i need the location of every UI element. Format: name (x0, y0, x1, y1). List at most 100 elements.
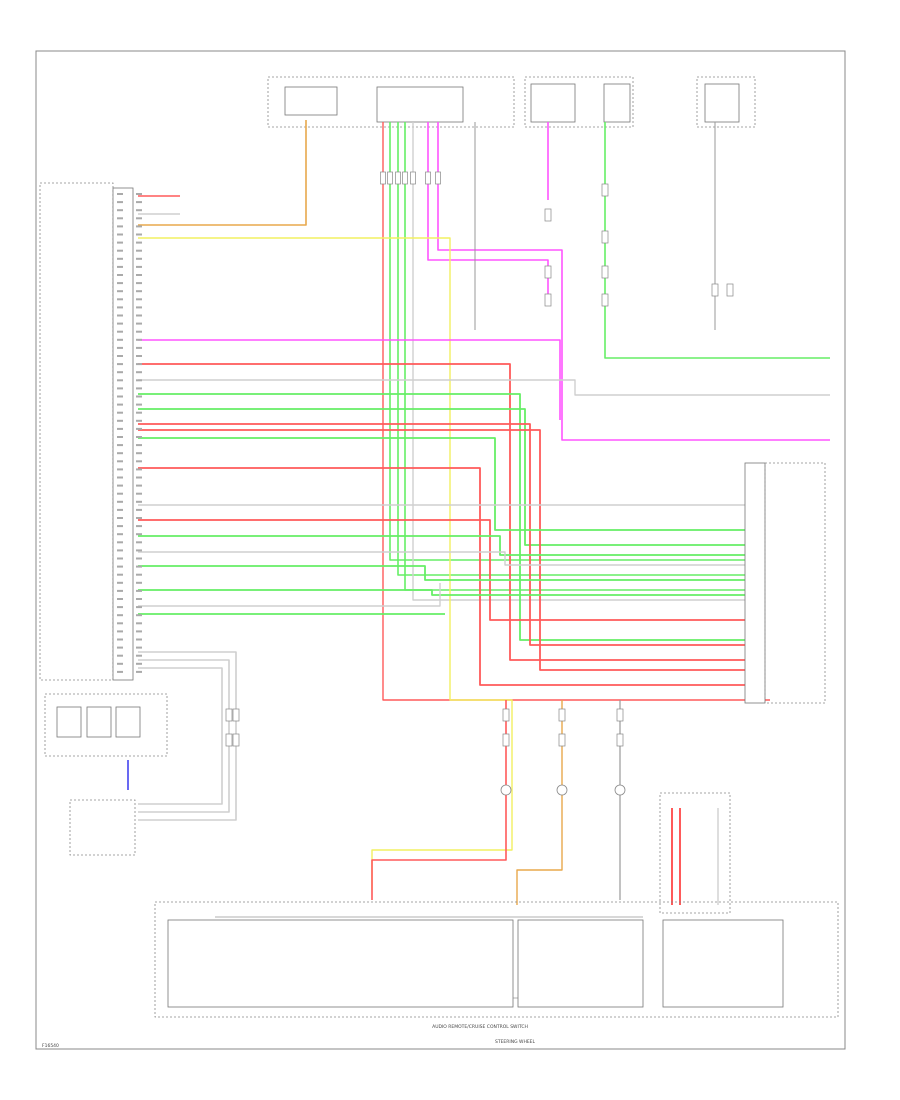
main-unit-pin (117, 581, 123, 584)
wire-magenta-2 (437, 122, 830, 441)
harness-pin (136, 654, 142, 657)
harness-pin (136, 419, 142, 422)
harness-pin (136, 322, 142, 325)
main-unit-pin (117, 460, 123, 463)
main-unit-pin (117, 419, 123, 422)
main-unit-pin (117, 363, 123, 366)
harness-pin (136, 484, 142, 487)
harness-pin (136, 670, 142, 673)
main-unit-pin (117, 557, 123, 560)
harness-pin (136, 403, 142, 406)
wire-connector (502, 708, 510, 722)
wire-connector (425, 171, 431, 185)
wire-connector (544, 208, 552, 222)
harness-pin (136, 630, 142, 633)
main-unit-pin (117, 338, 123, 341)
wire-green-4 (138, 535, 745, 556)
harness-pin (136, 265, 142, 268)
wire-connector (402, 171, 408, 185)
wire-connector (711, 283, 719, 297)
main-unit-pin (117, 614, 123, 617)
wire-connector (558, 733, 566, 747)
main-unit-pin (117, 225, 123, 228)
harness-pin (136, 508, 142, 511)
harness-pin (136, 598, 142, 600)
main-unit-pin (117, 346, 123, 349)
main-unit-pin (117, 387, 123, 390)
main-unit-pin (117, 549, 123, 552)
bottom-unit-sublabel: STEERING WHEEL (495, 1039, 536, 1045)
harness-pin (136, 193, 142, 195)
wire-orange-sensor (138, 120, 307, 226)
splice-point (614, 784, 626, 796)
wire-green-1 (138, 393, 745, 641)
main-unit-pin (117, 444, 123, 447)
main-unit-pin (117, 541, 123, 544)
main-unit-pin (117, 589, 123, 592)
wire-connector (616, 708, 624, 722)
harness-pin (136, 541, 142, 544)
harness-pin (136, 614, 142, 617)
main-unit-pin (117, 233, 123, 236)
wire-red-1 (138, 363, 745, 661)
wire-light-4 (138, 583, 441, 607)
main-unit-pin (117, 395, 123, 398)
main-unit-pin (117, 201, 123, 204)
main-unit-pin (117, 265, 123, 268)
wire-connector (435, 171, 441, 185)
harness-pin (136, 217, 142, 220)
harness-pin (136, 274, 142, 276)
wire-red-5 (138, 519, 745, 621)
harness-pin (136, 565, 142, 568)
wire-trunk-light (412, 122, 745, 601)
harness-pin (136, 346, 142, 349)
main-unit-pin (117, 598, 123, 600)
wire-red-4 (138, 467, 745, 686)
harness-pin (136, 662, 142, 665)
wire-connector (380, 171, 386, 185)
wire-connector (225, 708, 233, 722)
harness-pin (136, 646, 142, 649)
main-unit-pin (117, 427, 123, 430)
wire-connector (232, 708, 240, 722)
main-unit-pin (117, 622, 123, 625)
harness-pin (136, 468, 142, 471)
wire-magenta-left (138, 339, 561, 420)
harness-pin (136, 557, 142, 560)
harness-pin (136, 500, 142, 503)
harness-pin (136, 363, 142, 366)
main-unit-pin (117, 193, 123, 195)
steering-switch-assembly (154, 901, 839, 1018)
wire-connector (558, 708, 566, 722)
harness-pin (136, 330, 142, 333)
harness-pin (136, 298, 142, 301)
harness-pin (136, 436, 142, 438)
wire-connector (502, 733, 510, 747)
bottom-unit-label: AUDIO REMOTE/CRUISE CONTROL SWITCH (432, 1024, 528, 1030)
right-terminal-block (744, 462, 826, 704)
wire-connector (232, 733, 240, 747)
main-unit-pin (117, 257, 123, 260)
harness-pin (136, 525, 142, 528)
harness-pin (136, 411, 142, 414)
wire-red-3 (138, 429, 745, 671)
splice-point (500, 784, 512, 796)
main-unit-pin (117, 452, 123, 455)
main-unit-pin (117, 241, 123, 244)
wire-red-steer (371, 700, 507, 900)
wire-magenta-1 (427, 122, 549, 300)
harness-pin (136, 355, 142, 357)
harness-pin (136, 282, 142, 285)
left-lower-unit (44, 693, 168, 856)
harness-pin (136, 638, 142, 641)
main-unit-pin (117, 306, 123, 309)
harness-pin (136, 476, 142, 479)
main-unit-pin (117, 290, 123, 293)
main-unit-pin (117, 606, 123, 609)
wire-connector (601, 265, 609, 279)
wire-trunk-green-2 (397, 122, 745, 576)
harness-pin (136, 371, 142, 374)
main-unit-pin (117, 476, 123, 479)
wire-yellow-main (138, 237, 513, 890)
harness-pin (136, 533, 142, 536)
